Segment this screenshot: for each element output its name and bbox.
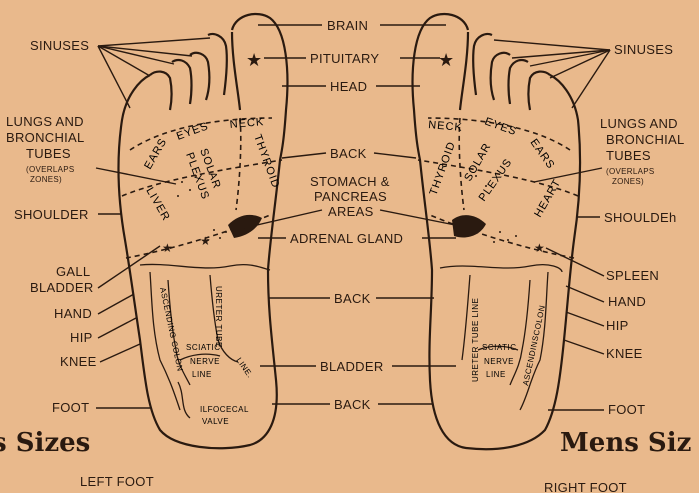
left-hip: HIP [70,330,93,345]
left-foot-outline [118,14,287,448]
right-side-labels: SINUSES LUNGS AND BRONCHIAL TUBES (OVERL… [494,40,685,417]
lf-neck: NECK [229,116,264,131]
label-back-lower: BACK [334,397,371,412]
lf-thyroid: THYROID [251,133,282,190]
left-foot-zone-labels: EARS EYES NECK SOLAR PLEXUS THYROID LIVE… [142,116,282,426]
label-adrenal-gland: ADRENAL GLAND [290,231,403,246]
right-banner-text: Mens Siz [560,428,691,458]
rf-thyroid: THYROID [428,140,459,197]
right-lungs-3: TUBES [606,148,651,163]
label-back-upper: BACK [330,146,367,161]
lf-ascending-colon: ASCENDING COLON [158,287,185,373]
right-adrenal-mark [452,215,486,237]
lf-eyes: EYES [175,120,210,143]
right-overlaps-2: ZONES) [612,177,644,186]
lf-ilfocecal: ILFOCECAL [200,405,249,414]
right-spleen: SPLEEN [606,268,659,283]
right-knee: KNEE [606,346,643,361]
stomach-area-mark [228,215,262,238]
rf-solar: SOLAR [462,141,494,184]
left-gall-1: GALL [56,264,90,279]
label-head: HEAD [330,79,367,94]
label-stomach-1: STOMACH & [310,174,390,189]
left-overlaps-1: (OVERLAPS [26,165,75,174]
lf-line: LINE [192,370,212,379]
left-foot-caption: LEFT FOOT [80,474,154,489]
right-shoulder: SHOULDEh [604,210,676,225]
right-foot-label: FOOT [608,402,645,417]
rf-ureter-tube-line: URETER TUBE LINE [471,298,480,382]
label-brain: BRAIN [327,18,368,33]
label-pituitary: PITUITARY [310,51,379,66]
rf-neck: NECK [428,119,463,134]
label-back-mid: BACK [334,291,371,306]
left-knee: KNEE [60,354,97,369]
left-overlaps-2: ZONES) [30,175,62,184]
left-banner-text: s Sizes [0,428,90,458]
right-foot-caption: RIGHT FOOT [544,480,627,493]
rf-line: LINE [486,370,506,379]
center-labels: BRAIN PITUITARY HEAD BACK STOMACH & PANC… [244,18,460,412]
right-pituitary-star-icon: ★ [438,50,454,70]
rf-eyes: EYES [483,116,518,139]
spleen-star-icon: ★ [534,241,545,255]
lf-line2: LINE. [234,356,254,380]
left-lungs-3: TUBES [26,146,71,161]
left-foot-label: FOOT [52,400,89,415]
left-hand: HAND [54,306,92,321]
rf-ears: EARS [528,137,557,172]
right-lungs-2: BRONCHIAL [606,132,685,147]
right-hip: HIP [606,318,629,333]
rf-sciatic: SCIATIC [482,343,516,352]
label-stomach-3: AREAS [328,204,374,219]
left-lungs-2: BRONCHIAL [6,130,85,145]
right-overlaps-1: (OVERLAPS [606,167,655,176]
left-sinuses: SINUSES [30,38,89,53]
adrenal-star-icon: ★ [200,234,211,248]
lf-ureter-tube: URETER TUBE [214,286,223,348]
left-shoulder: SHOULDER [14,207,89,222]
right-sinuses: SINUSES [614,42,673,57]
left-foot-markers: ★ ★ ★ [162,50,262,255]
pituitary-star-icon: ★ [246,50,262,70]
left-lungs-1: LUNGS AND [6,114,84,129]
lf-valve: VALVE [202,417,229,426]
right-lungs-1: LUNGS AND [600,116,678,131]
label-stomach-2: PANCREAS [314,189,387,204]
lf-sciatic: SCIATIC [186,343,220,352]
gallbladder-star-icon: ★ [162,241,173,255]
lf-nerve: NERVE [190,357,220,366]
right-foot-outline [413,14,581,449]
lf-liver: LIVER [143,186,172,224]
rf-heart: HEART [532,177,563,219]
left-gall-2: BLADDER [30,280,94,295]
rf-nerve: NERVE [484,357,514,366]
right-hand: HAND [608,294,646,309]
label-bladder: BLADDER [320,359,384,374]
